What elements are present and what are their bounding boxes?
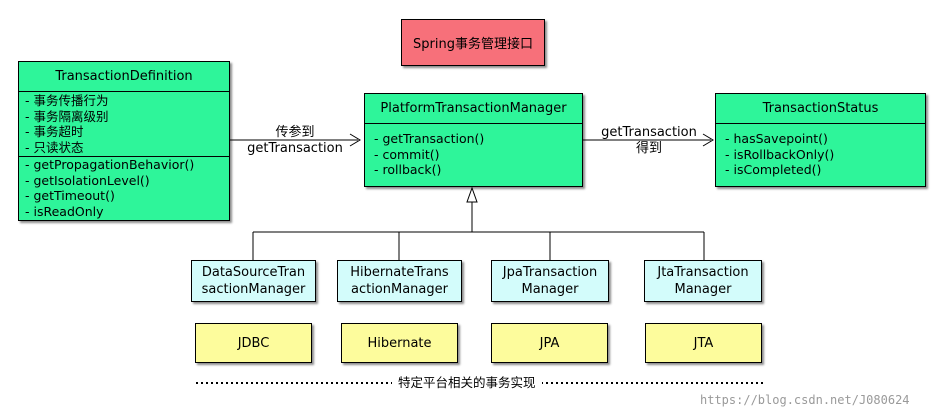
- definition-arrowhead: [349, 133, 361, 147]
- tech-label: JDBC: [237, 335, 270, 351]
- impl-line1: DataSourceTran: [201, 265, 306, 280]
- watermark-text: https://blog.csdn.net/J080624: [700, 393, 910, 407]
- status-arrowhead: [702, 133, 714, 147]
- right-arrow-label: getTransaction 得到: [594, 125, 704, 157]
- method-item: - getPropagationBehavior(): [25, 157, 195, 172]
- transaction-status-box: TransactionStatus - hasSavepoint() - isR…: [715, 93, 926, 187]
- datasource-manager-box: DataSourceTran sactionManager: [191, 260, 316, 302]
- attribute-item: - 只读状态: [25, 139, 84, 155]
- tech-label: Hibernate: [367, 335, 432, 351]
- transaction-definition-box: TransactionDefinition - 事务传播行为 - 事务隔离级别 …: [18, 61, 230, 221]
- right-arrow-label-line1: getTransaction: [601, 125, 697, 140]
- platform-manager-methods: - getTransaction() - commit() - rollback…: [365, 131, 582, 178]
- impl-line1: JtaTransaction: [657, 265, 749, 280]
- impl-line2: Manager: [521, 282, 579, 297]
- tech-label: JPA: [539, 335, 560, 351]
- transaction-definition-title: TransactionDefinition: [19, 62, 229, 92]
- transaction-status-title: TransactionStatus: [716, 94, 925, 124]
- jpa-box: JPA: [491, 323, 608, 363]
- transaction-definition-attributes: - 事务传播行为 - 事务隔离级别 - 事务超时 - 只读状态: [19, 93, 229, 155]
- method-item: - getTransaction(): [374, 131, 485, 146]
- impl-line2: actionManager: [350, 282, 448, 297]
- attribute-item: - 事务隔离级别: [25, 108, 109, 124]
- transaction-status-methods: - hasSavepoint() - isRollbackOnly() - is…: [716, 131, 925, 178]
- impl-line2: Manager: [674, 282, 732, 297]
- method-item: - commit(): [374, 146, 440, 162]
- left-arrow-label: 传参到 getTransaction: [240, 125, 350, 157]
- left-arrow-label-line1: 传参到: [275, 125, 315, 140]
- footer-caption: 特定平台相关的事务实现: [392, 375, 542, 391]
- jdbc-box: JDBC: [195, 323, 312, 363]
- transaction-definition-divider: [19, 156, 229, 157]
- platform-manager-box: PlatformTransactionManager - getTransact…: [364, 93, 583, 187]
- jta-manager-box: JtaTransaction Manager: [644, 260, 762, 302]
- right-arrow-label-line2: 得到: [635, 141, 662, 156]
- platform-manager-title: PlatformTransactionManager: [365, 94, 582, 124]
- attribute-item: - 事务超时: [25, 124, 84, 139]
- method-item: - rollback(): [374, 162, 442, 177]
- method-item: - isReadOnly: [25, 203, 104, 219]
- impl-line1: HibernateTrans: [350, 265, 449, 280]
- hibernate-box: Hibernate: [341, 323, 458, 363]
- spring-interface-box: Spring事务管理接口: [401, 19, 545, 66]
- tech-label: JTA: [693, 335, 714, 351]
- impl-line1: JpaTransaction: [502, 265, 598, 280]
- impl-line2: sactionManager: [201, 282, 306, 297]
- method-item: - isCompleted(): [725, 162, 822, 177]
- transaction-definition-methods: - getPropagationBehavior() - getIsolatio…: [19, 157, 229, 219]
- method-item: - isRollbackOnly(): [725, 146, 835, 162]
- method-item: - getIsolationLevel(): [25, 172, 150, 188]
- method-item: - hasSavepoint(): [725, 131, 828, 146]
- jta-box: JTA: [645, 323, 762, 363]
- spring-interface-label: Spring事务管理接口: [413, 37, 533, 52]
- hibernate-manager-box: HibernateTrans actionManager: [337, 260, 462, 302]
- left-arrow-label-line2: getTransaction: [247, 141, 343, 156]
- method-item: - getTimeout(): [25, 188, 115, 203]
- jpa-manager-box: JpaTransaction Manager: [491, 260, 609, 302]
- inheritance-arrowhead: [466, 186, 478, 203]
- attribute-item: - 事务传播行为: [25, 93, 109, 108]
